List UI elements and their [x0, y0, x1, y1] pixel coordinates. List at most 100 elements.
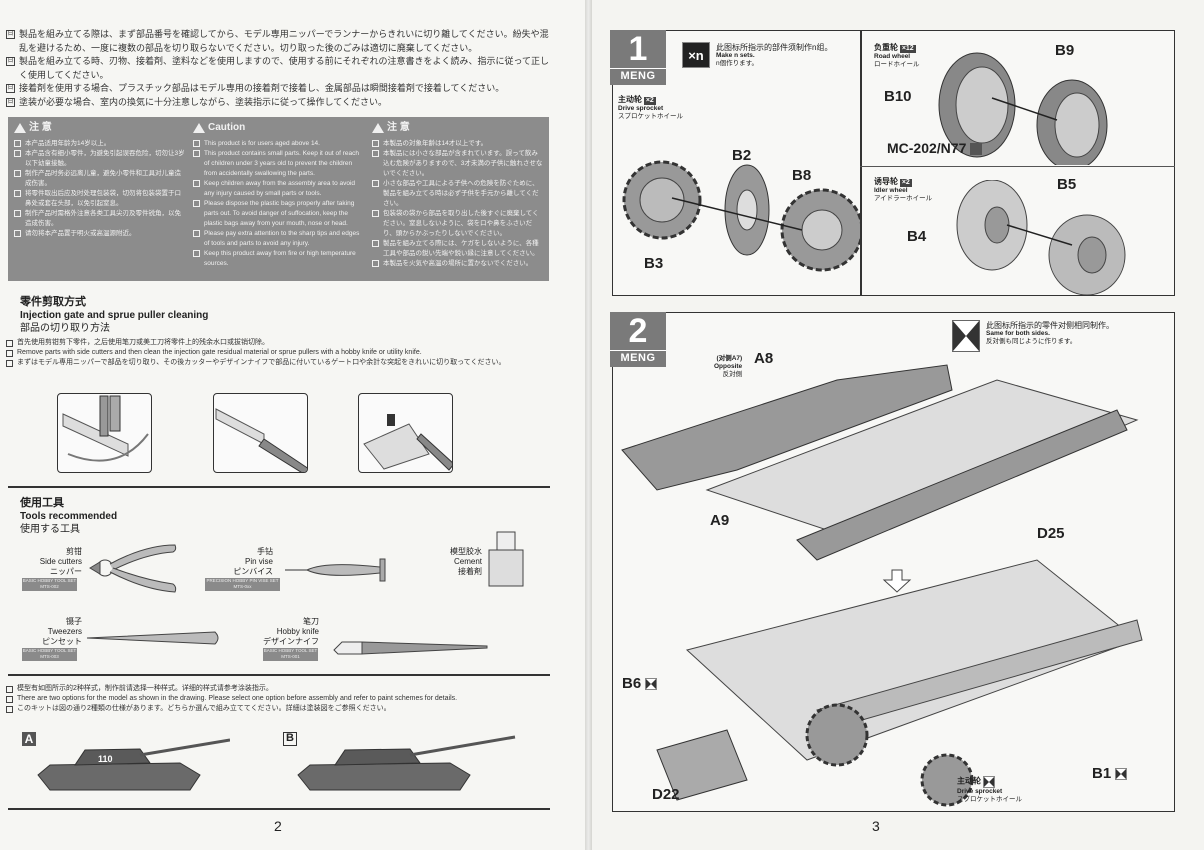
caution-item: 制作产品时需格外注意各类工具尖刃及零件锐角，以免造成伤害。 — [14, 209, 185, 229]
option-a-badge: A — [22, 732, 36, 746]
tool-tweezers-label: 镊子 Tweezers ピンセット — [42, 617, 82, 646]
both-sides-icon — [1115, 768, 1128, 781]
tank-option-a-illustration: 110 — [37, 738, 230, 791]
bullet-icon — [193, 150, 200, 157]
bullet-icon — [372, 150, 379, 157]
caution-item: 制作产品时务必远离儿童，避免小零件和工具对儿童造成伤害。 — [14, 169, 185, 189]
bullet-icon — [6, 706, 13, 713]
bullet-icon — [193, 140, 200, 147]
caution-item: 请勿将本产品置于明火或高温源附近。 — [14, 229, 185, 239]
bullet-icon — [14, 150, 21, 157]
make-n-sets-icon: ×n — [682, 42, 710, 68]
note-item: There are two options for the model as s… — [6, 694, 556, 704]
tool-hobby-knife-label: 笔刀 Hobby knife デザインナイフ — [263, 617, 319, 646]
bullet-icon — [193, 180, 200, 187]
bullet-icon: 日 — [6, 57, 15, 66]
note-item: 模型有如图所示的2种样式，制作前请选择一种样式。详细的样式请参考涂装指示。 — [6, 684, 556, 694]
bullet-icon — [6, 696, 13, 703]
bullet-icon — [372, 240, 379, 247]
note-item: まずはモデル専用ニッパーで部品を切り取り、その後カッターやデザインナイフで部品に… — [6, 358, 556, 368]
tool-pin-vise-label: 手钻 Pin vise ピンバイス — [233, 547, 273, 576]
part-label-d25: D25 — [1037, 525, 1065, 542]
bullet-icon: 日 — [6, 84, 15, 93]
make-n-sets-legend: 此图标所指示的部件须制作n组。 Make n sets. n個作ります。 — [716, 43, 833, 68]
page-number: 3 — [872, 818, 880, 834]
idler-wheel-caption: 诱导轮 ×2 Idler wheel アイドラーホイール — [874, 177, 933, 203]
bullet-icon — [193, 230, 200, 237]
note-item: 日接着剤を使用する場合、プラスチック部品はモデル専用の接着剤で接着し、金属部品は… — [6, 83, 505, 93]
caution-item: Keep children away from the assembly are… — [193, 179, 364, 199]
caution-item: This product is for users aged above 14. — [193, 139, 364, 149]
book-spine — [585, 0, 592, 850]
note-item: Remove parts with side cutters and then … — [6, 348, 556, 358]
step-1-badge: 1 MENG — [610, 30, 666, 85]
tweezers-icon — [86, 631, 219, 645]
pin-vise-icon — [285, 558, 386, 582]
section-divider — [8, 674, 550, 676]
tool-cement-label: 模型胶水 Cement 接着剤 — [450, 547, 482, 576]
warning-icon — [372, 123, 384, 133]
drive-sprocket-caption-step2: 主动轮 Drive sprocket スプロケットホイール — [957, 776, 1022, 803]
caution-item: Please pay extra attention to the sharp … — [193, 229, 364, 249]
part-label-b6: B6 — [622, 675, 658, 692]
part-label-b1: B1 — [1092, 765, 1128, 782]
road-wheel-caption: 负重轮 ×12 Road wheel ロードホイール — [874, 43, 920, 69]
part-label-b4: B4 — [907, 228, 927, 245]
tool-side-cutters-label: 剪钳 Side cutters ニッパー — [39, 547, 82, 576]
idler-wheel-assembly-drawing — [956, 180, 1126, 295]
cutting-illustration-pullers — [358, 393, 453, 473]
opposite-caption: (对侧A7) Opposite 反対側 — [714, 355, 743, 378]
cutting-illustration-knife — [213, 393, 308, 473]
cement-bottle-icon — [488, 531, 524, 587]
cutting-notes: 首先使用剪钳剪下零件，之后使用笔刀或美工刀将零件上的残余水口或拔销切除。 Rem… — [6, 338, 556, 368]
gate-trimming-drawing — [215, 408, 307, 472]
caution-item: 包装袋の袋から部品を取り出した後すぐに廃棄してください。窒息しないように、袋を口… — [372, 209, 543, 239]
bullet-icon — [6, 340, 13, 347]
part-label-b8: B8 — [792, 167, 812, 184]
caution-item: 本产品适用年龄为14岁以上。 — [14, 139, 185, 149]
caution-item: 将零件取出后应及时处理包装袋，切勿将包装袋置于口鼻处或套在头部，以免引起窒息。 — [14, 189, 185, 209]
section-divider — [8, 486, 550, 488]
side-cutters-icon — [89, 544, 177, 593]
bullet-icon — [372, 180, 379, 187]
hobby-knife-icon — [333, 641, 488, 655]
quantity-badge: ×2 — [899, 179, 912, 187]
caution-item: 製品を組み立てる際には、ケガをしないように、各種工具や部品の鋭い先端や鋭い縁に注… — [372, 239, 543, 259]
both-sides-legend: 此图标所指示的零件对侧相同制作。 Same for both sides. 反対… — [986, 321, 1114, 346]
bullet-icon — [372, 210, 379, 217]
hull-assembly-drawing — [621, 364, 1143, 807]
part-label-b5: B5 — [1057, 176, 1077, 193]
warning-icon — [14, 123, 26, 133]
paint-swatch-icon — [970, 143, 983, 156]
part-label-b10: B10 — [884, 88, 912, 105]
bullet-icon: 日 — [6, 30, 15, 39]
tank-number: 110 — [98, 754, 113, 764]
sprue-cutting-drawing — [62, 395, 149, 462]
step-1-row-divider — [860, 166, 1175, 167]
instruction-page-2: 日製品を組み立てる際は、まず部品番号を確認してから、モデル専用ニッパーでランナー… — [0, 0, 585, 850]
quantity-badge: ×12 — [899, 45, 916, 53]
tools-section-heading: 使用工具 Tools recommended 使用する工具 — [20, 497, 118, 535]
instruction-page-3: 1 MENG ×n 此图标所指示的部件须制作n组。 Make n sets. n… — [592, 0, 1204, 850]
bullet-icon — [6, 686, 13, 693]
bullet-icon — [14, 170, 21, 177]
bullet-icon — [193, 200, 200, 207]
paint-code-label: MC-202/N77 — [887, 140, 983, 156]
bullet-icon — [14, 140, 21, 147]
page-number: 2 — [274, 818, 282, 834]
caution-column-japanese: 注 意 本製品の対象年齢は14才以上です。 本製品には小さな部品が含まれています… — [372, 123, 543, 275]
sprue-puller-drawing — [363, 414, 452, 471]
part-label-b9: B9 — [1055, 42, 1075, 59]
note-item: 日塗装が必要な場合、室内の換気に十分注意しながら、塗装指示に従って操作してくださ… — [6, 96, 388, 107]
caution-item: 小さな部品や工具による子供への危険を防ぐために、製品を組み立てる時は必ず子供を手… — [372, 179, 543, 209]
part-label-b2: B2 — [732, 147, 752, 164]
note-item: このキットは図の通り2種類の仕様があります。どちらか選んで組み立ててください。詳… — [6, 704, 556, 714]
note-item: 日製品を組み立てる際は、まず部品番号を確認してから、モデル専用ニッパーでランナー… — [6, 29, 549, 53]
bullet-icon — [6, 350, 13, 357]
cutting-section-heading: 零件剪取方式 Injection gate and sprue puller c… — [20, 296, 209, 334]
caution-item: 本产品含有细小零件，为避免引起误吞危险，切勿让3岁以下幼童接触。 — [14, 149, 185, 169]
option-b-badge: B — [283, 732, 297, 746]
bullet-icon: 日 — [6, 97, 15, 107]
